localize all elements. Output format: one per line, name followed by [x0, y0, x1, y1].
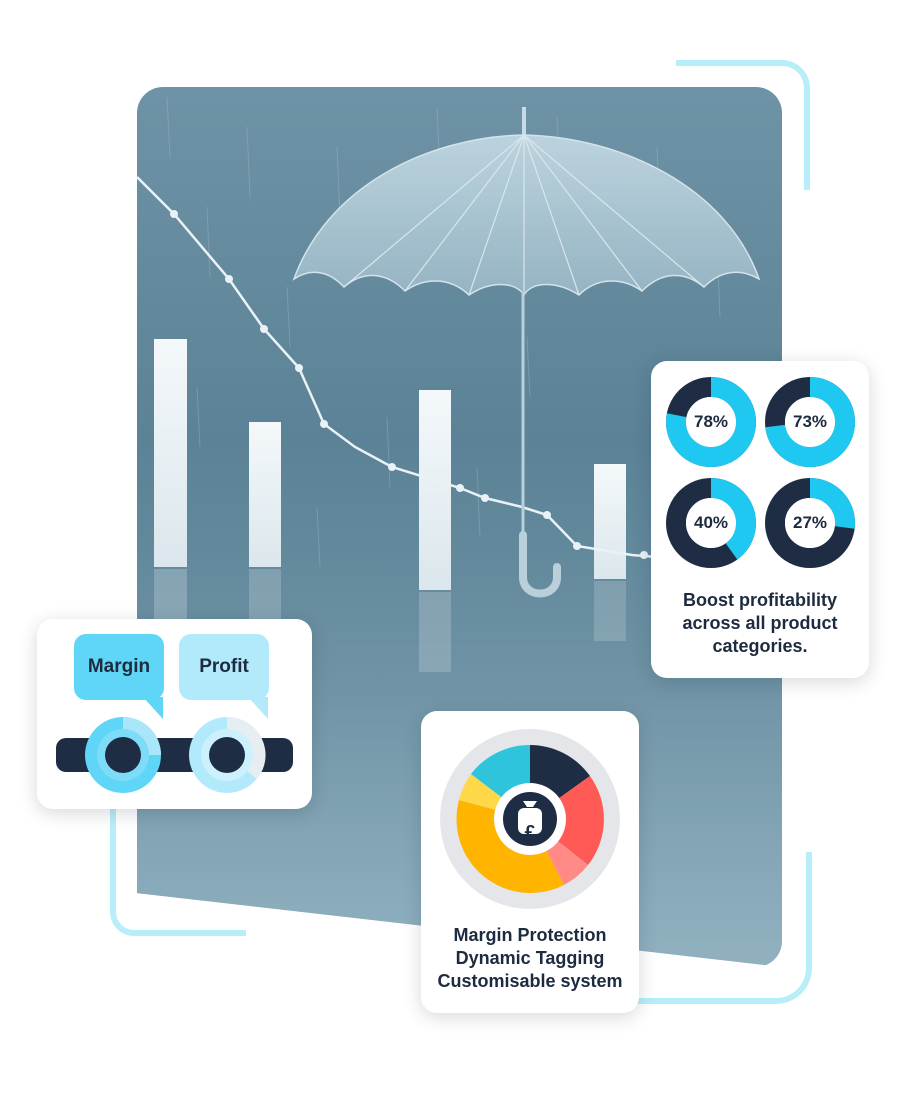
- umbrella-illustration: [292, 107, 761, 598]
- donut-78-label: 78%: [693, 412, 729, 431]
- category-pie-chart: [440, 729, 620, 909]
- feature-margin-protection: Margin Protection: [453, 925, 607, 945]
- frame-line-bottom-right: [636, 852, 812, 1004]
- caption-line-1: Boost profitability: [683, 590, 837, 610]
- features-card: £ Margin Protection Dynamic Tagging Cust…: [421, 711, 639, 1013]
- feature-dynamic-tagging: Dynamic Tagging: [455, 948, 605, 968]
- donut-73-label: 73%: [792, 412, 828, 431]
- donut-73-ring: [765, 377, 855, 467]
- profit-bubble: Profit: [179, 634, 269, 700]
- profit-bubble-tail: [248, 697, 268, 719]
- money-bag-pound-icon: £: [524, 822, 536, 844]
- margin-bubble-tail: [143, 697, 163, 719]
- profitability-caption: Boost profitability across all product c…: [651, 589, 869, 658]
- donut-73: 73%: [765, 377, 855, 467]
- profitability-card: 78% 73% 40% 27% Boost profitability acro…: [651, 361, 869, 678]
- caption-line-3: categories.: [712, 636, 808, 656]
- frame-line-top-right: [676, 60, 810, 190]
- feature-customisable-system: Customisable system: [437, 971, 623, 991]
- donut-78-ring: [666, 377, 756, 467]
- donut-40-label: 40%: [693, 513, 729, 532]
- donut-40: 40%: [666, 478, 756, 568]
- donut-27-label: 27%: [792, 513, 828, 532]
- donut-27-ring: [765, 478, 855, 568]
- margin-slider-knob[interactable]: [83, 715, 163, 795]
- features-list: Margin Protection Dynamic Tagging Custom…: [421, 924, 639, 993]
- margin-bubble: Margin: [74, 634, 164, 700]
- caption-line-2: across all product: [682, 613, 838, 633]
- profit-slider-knob[interactable]: [187, 715, 267, 795]
- margin-profit-card: Margin Profit: [37, 619, 312, 809]
- trend-line: [137, 176, 782, 561]
- donut-78: 78%: [666, 377, 756, 467]
- donut-27: 27%: [765, 478, 855, 568]
- frame-line-left: [110, 800, 246, 936]
- donut-40-ring: [666, 478, 756, 568]
